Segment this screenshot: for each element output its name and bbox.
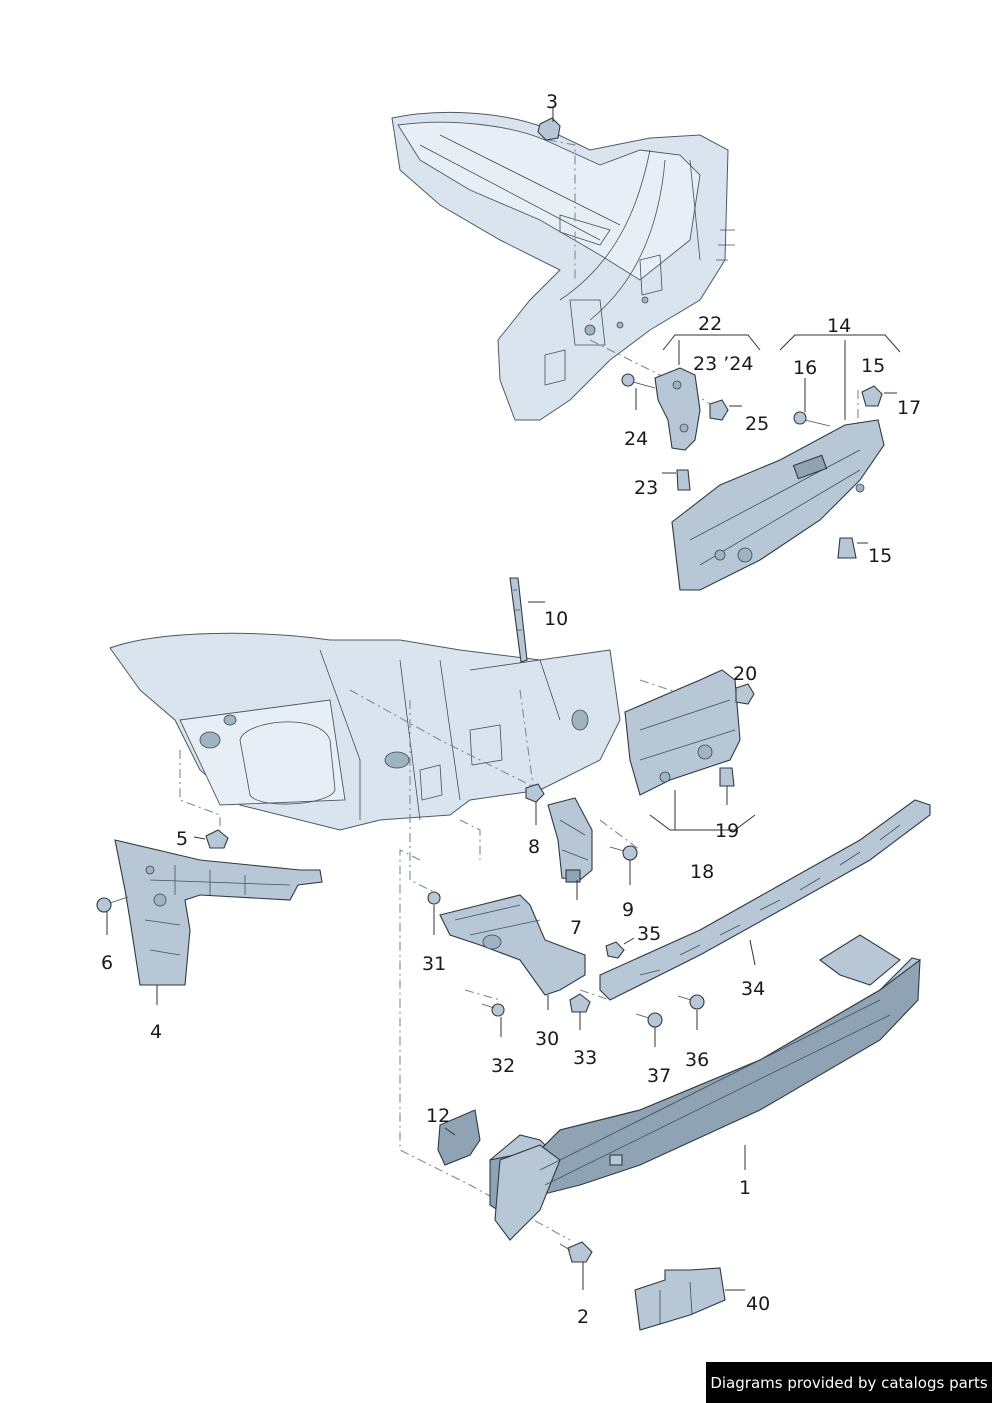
- callout-36: 36: [685, 1049, 709, 1071]
- callout-9: 9: [622, 899, 634, 921]
- callout-4: 4: [150, 1021, 162, 1043]
- callout-6: 6: [101, 952, 113, 974]
- callout-23: 23: [634, 477, 658, 499]
- callout-24: 24: [624, 428, 648, 450]
- callout-18: 18: [690, 861, 714, 883]
- callout-14: 14: [827, 315, 851, 337]
- lower-body-structure: [109, 632, 621, 831]
- part-32-screw: [481, 1003, 505, 1017]
- part-16-bolt: [793, 411, 831, 427]
- callout-33: 33: [573, 1047, 597, 1069]
- attribution-banner: Diagrams provided by catalogs parts: [706, 1362, 992, 1403]
- part-31-screw: [427, 891, 441, 905]
- callout-7: 7: [570, 917, 582, 939]
- callout-labels: 3 22 14 23 ’24 16 15 17 25 24 23 15 10 2…: [101, 91, 921, 1328]
- callout-1: 1: [739, 1177, 751, 1199]
- part-12-pad: [437, 1109, 481, 1166]
- part-37-screw: [635, 1012, 663, 1028]
- part-30-side-bracket: [439, 894, 586, 996]
- part-36-screw: [677, 994, 705, 1010]
- callout-25: 25: [745, 413, 769, 435]
- attribution-text: Diagrams provided by catalogs parts: [710, 1373, 988, 1392]
- callout-34: 34: [741, 978, 765, 1000]
- part-20-nut: [735, 683, 755, 705]
- callout-5: 5: [176, 828, 188, 850]
- callout-23-24: 23 ’24: [693, 353, 753, 375]
- part-24-bolt: [621, 373, 656, 389]
- callout-20: 20: [733, 663, 757, 685]
- part-23-plug: [676, 469, 691, 491]
- callout-16: 16: [793, 357, 817, 379]
- part-19-plug: [719, 767, 735, 787]
- callout-15-upper: 15: [861, 355, 885, 377]
- part-9-screw: [609, 845, 638, 861]
- callout-8: 8: [528, 836, 540, 858]
- part-10-long-bolt: [509, 577, 528, 663]
- group-brackets: [649, 334, 901, 831]
- part-15-nut-upper: [861, 385, 883, 407]
- part-8-clip: [525, 783, 545, 803]
- part-2-bolt: [559, 1241, 593, 1263]
- callout-19: 19: [715, 820, 739, 842]
- part-4-bracket: [114, 839, 323, 986]
- callout-3: 3: [546, 91, 558, 113]
- callout-32: 32: [491, 1055, 515, 1077]
- part-33-nut: [569, 993, 591, 1013]
- part-22-mount-bracket: [654, 367, 701, 451]
- part-25-nut: [709, 399, 729, 421]
- part-34-absorber: [599, 799, 931, 1001]
- callout-30: 30: [535, 1028, 559, 1050]
- part-1-bumper-beam: [489, 934, 921, 1241]
- callout-10: 10: [544, 608, 568, 630]
- callout-35: 35: [637, 923, 661, 945]
- callout-37: 37: [647, 1065, 671, 1087]
- part-5-clip: [205, 829, 229, 849]
- part-15-plug-lower: [837, 537, 857, 559]
- callout-2: 2: [577, 1306, 589, 1328]
- callout-15-lower: 15: [868, 545, 892, 567]
- upper-body-structure: [391, 111, 735, 421]
- leader-lines: [106, 108, 897, 1291]
- part-18-bracket-plate: [624, 669, 741, 796]
- part-40-sensor-bracket: [634, 1267, 726, 1331]
- callout-31: 31: [422, 953, 446, 975]
- callout-17: 17: [897, 397, 921, 419]
- part-14-bracket-plate: [671, 419, 885, 591]
- part-7-guide: [547, 797, 593, 883]
- part-3-nut: [537, 117, 561, 141]
- callout-22: 22: [698, 313, 722, 335]
- callout-40: 40: [746, 1293, 770, 1315]
- callout-12: 12: [426, 1105, 450, 1127]
- part-35-clip: [605, 941, 625, 959]
- part-6-screw: [96, 896, 129, 913]
